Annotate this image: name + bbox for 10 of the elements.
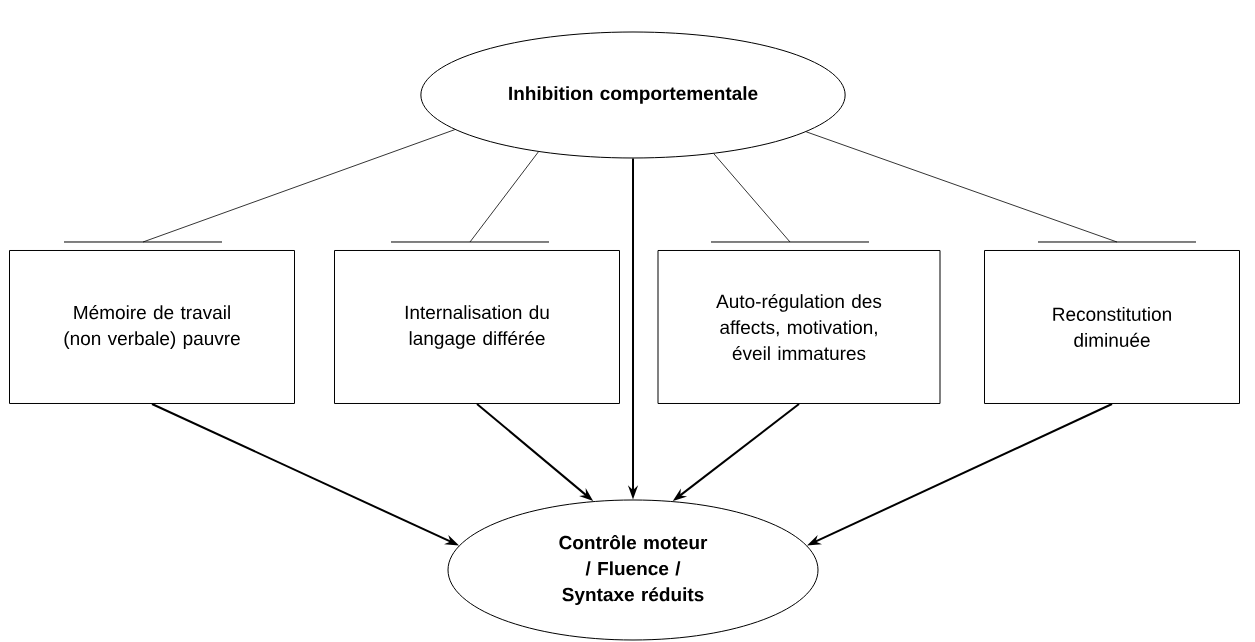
process-box: Reconstitution diminuée — [984, 250, 1240, 404]
line — [713, 153, 791, 243]
ellipse-node: Contrôle moteur / Fluence / Syntaxe réduits — [447, 499, 819, 641]
process-box: Mémoire de travail (non verbale) pauvre — [9, 250, 295, 404]
process-box: Internalisation du langage différée — [334, 250, 620, 404]
process-box: Auto-régulation des affects, motivation, éveil immatures — [657, 250, 941, 404]
line — [469, 151, 539, 243]
line — [142, 129, 456, 243]
line — [805, 131, 1118, 243]
ellipse-node: Inhibition comportementale — [420, 31, 846, 159]
